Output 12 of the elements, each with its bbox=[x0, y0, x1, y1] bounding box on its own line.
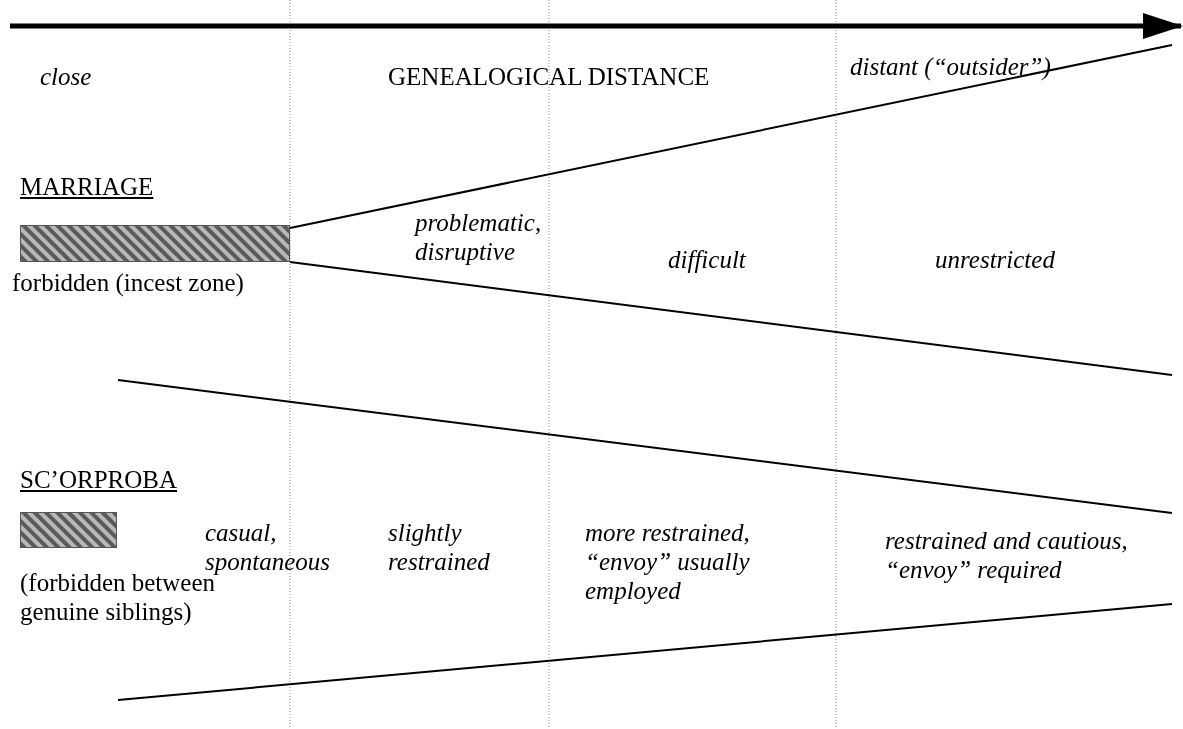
zone-label: slightly restrained bbox=[388, 518, 491, 576]
scale-end-label: close bbox=[40, 62, 93, 91]
zone-label: problematic, disruptive bbox=[415, 208, 543, 266]
section-heading: SC’ORPROBA bbox=[20, 465, 178, 494]
section-heading: MARRIAGE bbox=[20, 172, 155, 201]
zone-label: unrestricted bbox=[935, 245, 1056, 274]
axis-label: GENEALOGICAL DISTANCE bbox=[388, 62, 711, 91]
scale-end-label: distant (“outsider”) bbox=[850, 52, 1052, 81]
zone-label: more restrained, “envoy” usually employed bbox=[585, 518, 751, 605]
zone-label: difficult bbox=[668, 245, 747, 274]
bar-caption: forbidden (incest zone) bbox=[12, 268, 245, 297]
zone-label: restrained and cautious, “envoy” required bbox=[885, 526, 1129, 584]
